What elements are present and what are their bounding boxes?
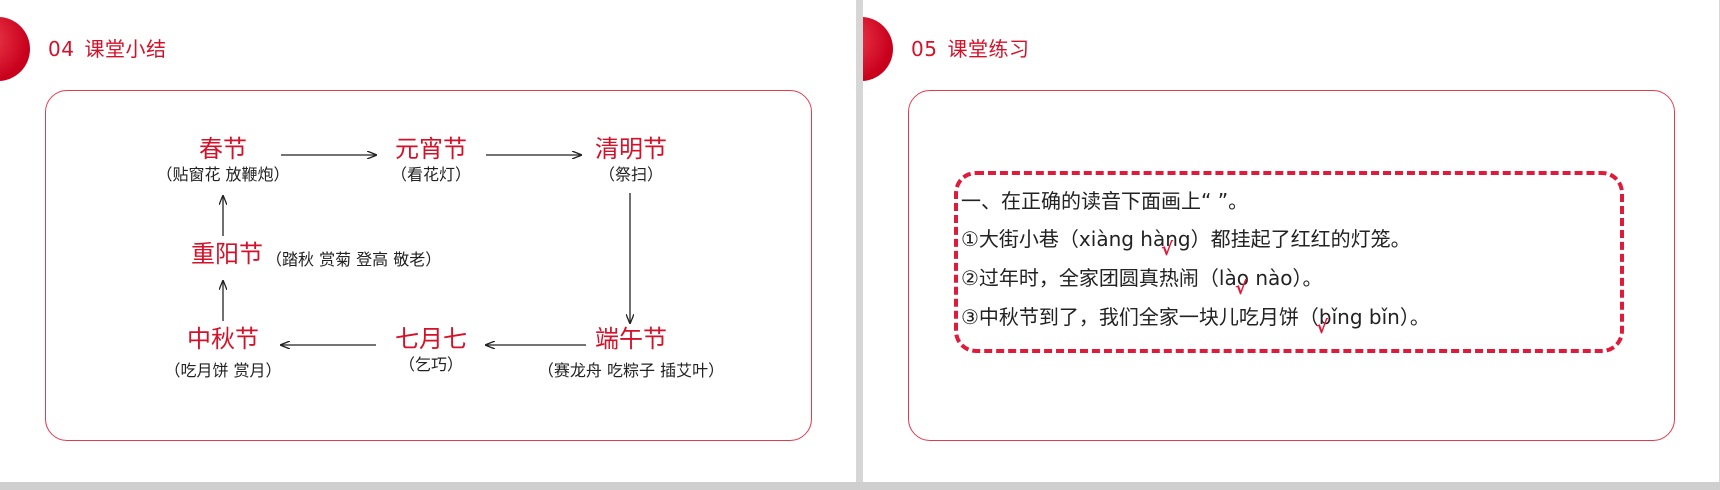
slide-practice: 05 课堂练习 一、在正确的读音下面画上“ ”。 ①大街小巷（xiàng hàng… — [863, 0, 1719, 482]
exercise-question-1: ①大街小巷（xiàng hàng）都挂起了红红的灯笼。 — [961, 227, 1411, 251]
festival-name: 端午节 — [595, 325, 667, 353]
festival-name: 七月七 — [395, 325, 467, 353]
festival-chongyang: 重阳节 — [182, 239, 272, 269]
practice-box: 一、在正确的读音下面画上“ ”。 ①大街小巷（xiàng hàng）都挂起了红红… — [908, 90, 1675, 441]
festival-duanwu: 端午节 （赛龙舟 吃粽子 插艾叶） — [526, 324, 736, 382]
section-number: 04 — [48, 37, 75, 61]
slide-title: 05 课堂练习 — [911, 33, 1029, 62]
exercise-frame — [954, 171, 1624, 353]
festival-customs: （看花灯） — [390, 165, 471, 184]
exercise-question-3: ③中秋节到了，我们全家一块儿吃月饼（bǐng bǐn）。 — [961, 305, 1430, 329]
festival-customs: （乞巧） — [398, 355, 463, 374]
festival-customs: （赛龙舟 吃粽子 插艾叶） — [537, 361, 725, 380]
festival-name: 元宵节 — [395, 135, 467, 163]
festival-customs: （贴窗花 放鞭炮） — [156, 165, 290, 184]
festival-zhongqiu: 中秋节 （吃月饼 赏月） — [143, 324, 303, 382]
festival-name: 重阳节 — [191, 240, 263, 268]
section-title: 课堂小结 — [84, 37, 167, 61]
festival-customs: （吃月饼 赏月） — [164, 361, 282, 380]
festival-yuanxiao: 元宵节 （看花灯） — [371, 134, 491, 186]
corner-decoration — [863, 17, 893, 81]
section-title: 课堂练习 — [947, 37, 1030, 61]
bottom-strip — [0, 482, 1720, 490]
festival-chunjie: 春节 （贴窗花 放鞭炮） — [143, 134, 303, 186]
check-mark-q3: √ — [1316, 317, 1329, 338]
festival-name: 中秋节 — [187, 325, 259, 353]
slide-summary: 04 课堂小结 春节 （贴窗花 放鞭炮） 元宵节 （看花灯） 清明节 — [0, 0, 856, 482]
festival-name: 清明节 — [595, 135, 667, 163]
section-number: 05 — [911, 37, 938, 61]
festival-chongyang-customs: （踏秋 赏菊 登高 敬老） — [266, 250, 442, 269]
corner-decoration — [0, 17, 30, 81]
check-mark-q1: √ — [1161, 239, 1174, 260]
exercise-instruction: 一、在正确的读音下面画上“ ”。 — [961, 189, 1249, 213]
festival-qingming: 清明节 （祭扫） — [571, 134, 691, 186]
slide-title: 04 课堂小结 — [48, 33, 166, 62]
festival-qixi: 七月七 （乞巧） — [371, 324, 491, 376]
festival-cycle-arrows — [46, 91, 813, 442]
festival-name: 春节 — [199, 135, 247, 163]
check-mark-q2: √ — [1235, 278, 1248, 299]
summary-box: 春节 （贴窗花 放鞭炮） 元宵节 （看花灯） 清明节 （祭扫） 重阳节 （踏秋 … — [45, 90, 812, 441]
exercise-question-2: ②过年时，全家团圆真热闹（lào nào）。 — [961, 266, 1323, 290]
festival-customs: （祭扫） — [598, 165, 663, 184]
